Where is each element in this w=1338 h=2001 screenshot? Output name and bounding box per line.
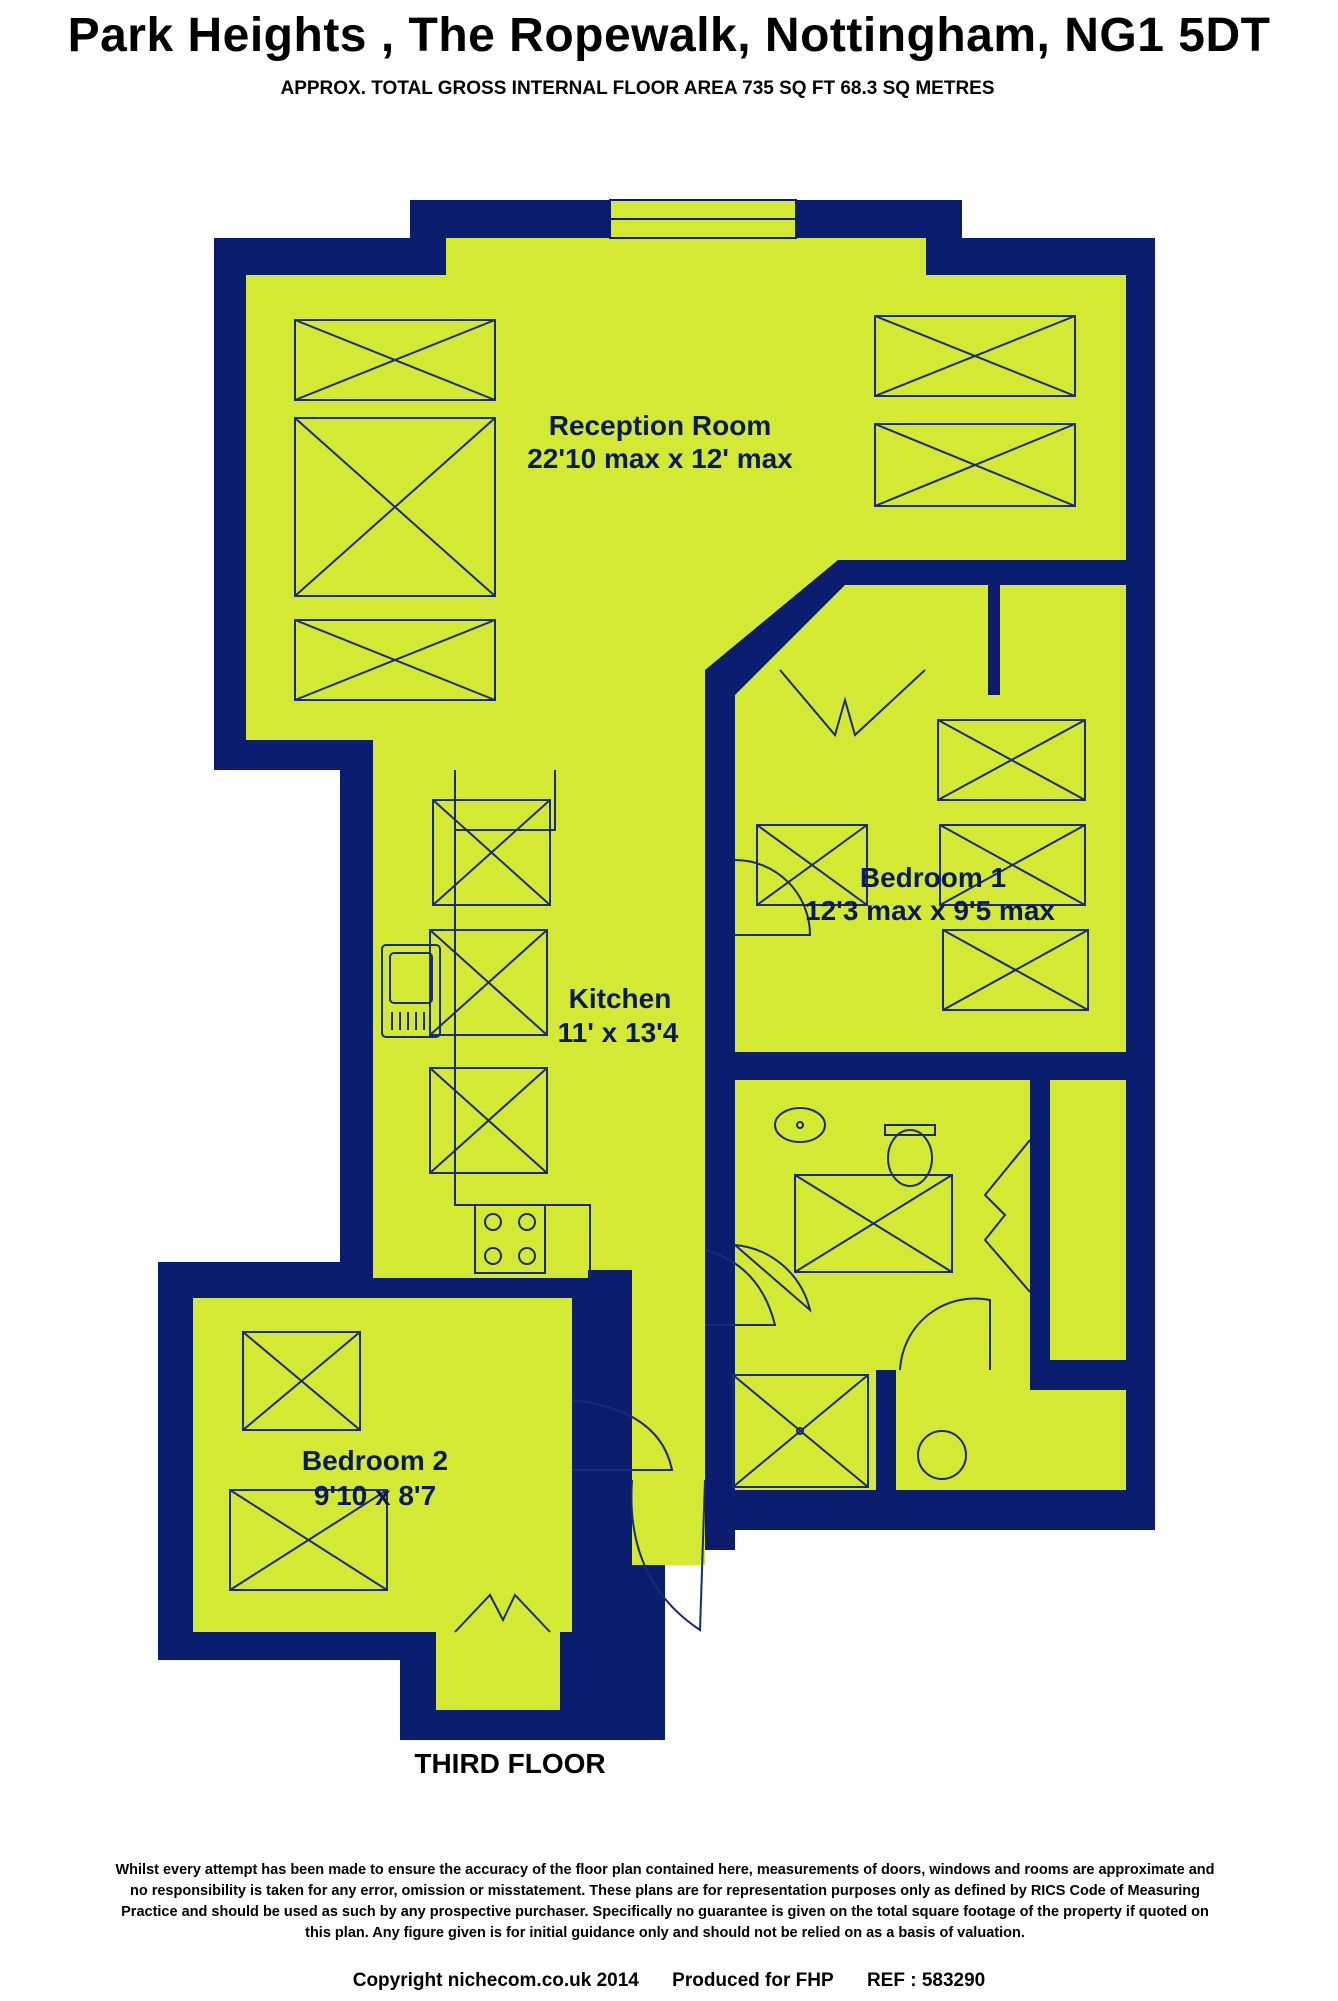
bedroom2-unit-icon (242, 1331, 361, 1431)
hob-icon (474, 1204, 546, 1274)
wall-bedroom2-top (373, 1278, 588, 1298)
floor-area-subtitle: APPROX. TOTAL GROSS INTERNAL FLOOR AREA … (280, 78, 995, 99)
footer-ref: REF : 583290 (866, 1970, 986, 1991)
wall-shower-divider (876, 1370, 896, 1490)
reception-dims: 22'10 max x 12' max (527, 443, 793, 474)
interior-walls (373, 585, 1126, 1550)
wall-bath-cupboard (1030, 1080, 1050, 1360)
bath-cupboard-doors-icon (983, 1139, 1031, 1293)
kitchen-unit-b-icon (429, 929, 548, 1036)
floor-bedroom1 (735, 585, 1126, 1052)
wall-bedroom1-bath (735, 1052, 1126, 1080)
reception-name: Reception Room (549, 410, 771, 441)
bedroom1-bed-a-icon (756, 824, 868, 906)
bedroom1-door-icon (734, 859, 812, 936)
wall-bedroom1-cupboard (988, 585, 1000, 695)
bedroom1-bed-b-icon (939, 824, 1086, 906)
floor-cupboard-right (1050, 1080, 1126, 1360)
reception-unit-b-icon (874, 423, 1076, 507)
reception-chair-icon (294, 319, 496, 401)
floor-reception (246, 238, 1126, 770)
reception-unit-a-icon (874, 315, 1076, 397)
kitchen-bath-door-icon (704, 1249, 777, 1326)
doors (571, 859, 991, 1632)
floor-areas (193, 238, 1126, 1710)
bedroom1-dims: 12'3 max x 9'5 max (805, 895, 1055, 926)
toilet-icon (884, 1124, 936, 1187)
wall-cupboard-bottom (1030, 1360, 1126, 1390)
footer-produced-for: Produced for FHP (672, 1970, 834, 1991)
cylinder-icon (917, 1430, 967, 1480)
disclaimer-text: Whilst every attempt has been made to en… (115, 1862, 1215, 1941)
floor-bathroom (735, 1080, 1126, 1490)
shower-door-icon (899, 1297, 991, 1371)
footer: Copyright nichecom.co.uk 2014 Produced f… (0, 1970, 1338, 1992)
sink-icon (381, 944, 441, 1038)
bedroom2-name: Bedroom 2 (302, 1445, 448, 1476)
bedroom2-wardrobe-doors-icon (454, 1593, 551, 1633)
kitchen-dims: 11' x 13'4 (558, 1017, 679, 1048)
bedroom1-bed-c-icon (942, 929, 1089, 1011)
footer-copyright: Copyright nichecom.co.uk 2014 (352, 1970, 639, 1991)
plan-title: Park Heights , The Ropewalk, Nottingham,… (67, 9, 1271, 62)
furniture (229, 315, 1089, 1633)
bath-icon (794, 1174, 953, 1273)
floor-plan: Reception Room 22'10 max x 12' max Kitch… (158, 199, 1155, 1740)
wall-kitchen-bedroom1 (705, 670, 735, 1550)
reception-table-icon (294, 619, 496, 701)
kitchen-name: Kitchen (569, 983, 672, 1014)
reception-sofa-icon (294, 417, 496, 597)
bedroom1-wardrobe-icon (937, 719, 1086, 801)
bedroom2-door-icon (571, 1399, 674, 1471)
kitchen-unit-c-icon (429, 1067, 548, 1174)
bathroom-basin-icon (774, 1107, 826, 1143)
kitchen-unit-a-icon (432, 799, 551, 906)
entrance-door-icon (630, 1479, 706, 1632)
shower-tray-icon (732, 1374, 869, 1488)
floor-label: THIRD FLOOR (414, 1748, 606, 1779)
bedroom2-dims: 9'10 x 8'7 (314, 1480, 436, 1511)
bedroom2-bed-icon (229, 1489, 388, 1591)
bathroom-door-icon (734, 1244, 812, 1313)
bedroom1-name: Bedroom 1 (860, 862, 1006, 893)
floor-bedroom2 (193, 1298, 572, 1710)
bedroom1-wardrobe-doors-icon (779, 669, 926, 738)
